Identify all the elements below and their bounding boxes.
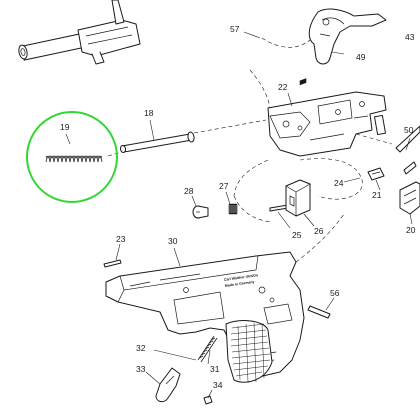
callout-32: 32 <box>136 343 146 353</box>
part-23-leader <box>115 243 121 261</box>
part-23-pin[interactable] <box>103 259 122 268</box>
part-26-block[interactable] <box>285 78 311 217</box>
part-31-leader <box>207 349 211 365</box>
callout-26: 26 <box>314 226 324 236</box>
part-27-leader <box>225 191 231 205</box>
part-18-axis-2 <box>193 119 267 134</box>
callout-50: 50 <box>404 125 414 135</box>
callout-57: 57 <box>230 24 240 34</box>
part-28-leader <box>191 195 197 207</box>
part-33-leader <box>145 371 161 385</box>
part-24-dashed-path <box>299 158 363 200</box>
part-57-leader <box>243 31 261 39</box>
part-25-pin[interactable] <box>269 204 289 212</box>
callout-24: 24 <box>334 178 344 188</box>
frame-engraving-line-2: Made in Germany <box>225 280 255 288</box>
callout-34: 34 <box>213 380 223 390</box>
callout-25: 25 <box>292 230 302 240</box>
part-56-pin[interactable] <box>307 305 331 319</box>
part-18-leader <box>149 119 155 141</box>
callout-33: 33 <box>136 364 146 374</box>
part-30-leader <box>173 247 181 267</box>
part-22-slide-insert[interactable] <box>267 91 387 157</box>
part-56-leader <box>325 297 335 311</box>
part-57-dashed-path <box>261 37 311 48</box>
part-18-guide-rod[interactable] <box>119 131 195 153</box>
callout-18: 18 <box>144 108 154 118</box>
callout-22: 22 <box>278 82 288 92</box>
callout-21: 21 <box>372 190 382 200</box>
part-22-dashed-path-2 <box>233 159 269 197</box>
callout-27: 27 <box>219 181 229 191</box>
callout-49: 49 <box>356 52 366 62</box>
part-20-assembly[interactable] <box>399 181 420 215</box>
part-30-frame[interactable] <box>105 251 305 379</box>
frame-engraving-line-1: Carl Walther Ulm/Do <box>224 273 260 282</box>
part-25-leader <box>277 211 291 229</box>
part-22-leader <box>287 92 293 107</box>
part-19-recoil-spring[interactable] <box>45 155 103 163</box>
part-24-leader <box>343 177 361 183</box>
callout-56: 56 <box>330 288 340 298</box>
callout-20: 20 <box>406 225 416 235</box>
part-26-leader <box>303 213 315 227</box>
part-49-leader <box>331 51 345 55</box>
callout-43: 43 <box>405 32 415 42</box>
part-28-screw[interactable] <box>192 205 209 219</box>
callout-23: 23 <box>116 234 126 244</box>
part-19-leader <box>65 133 71 145</box>
insert-dashed-path <box>355 133 393 145</box>
part-50-pin[interactable] <box>395 125 420 175</box>
frame-dashed-path <box>295 213 345 263</box>
part-34-leader <box>207 389 213 399</box>
part-21-block[interactable] <box>367 167 385 181</box>
part-22-dashed-path <box>249 69 271 109</box>
callout-31: 31 <box>210 364 220 374</box>
part-26-dashed-path <box>233 195 273 223</box>
highlight-ring-part-19 <box>26 111 118 203</box>
part-33-lever[interactable] <box>155 367 181 403</box>
part-18-axis <box>107 151 123 157</box>
callout-28: 28 <box>184 186 194 196</box>
callout-30: 30 <box>168 236 178 246</box>
barrel-part[interactable] <box>18 0 141 65</box>
part-31-spring[interactable] <box>197 335 218 363</box>
part-34-pin[interactable] <box>203 395 213 405</box>
part-50-leader <box>405 137 411 151</box>
part-21-leader <box>375 179 381 191</box>
grip-texture <box>225 320 273 383</box>
part-32-leader <box>153 349 197 361</box>
callout-19: 19 <box>60 122 70 132</box>
part-20-leader <box>409 213 413 225</box>
part-27-spring[interactable] <box>228 203 238 215</box>
part-49-slide-stop[interactable] <box>308 8 387 65</box>
